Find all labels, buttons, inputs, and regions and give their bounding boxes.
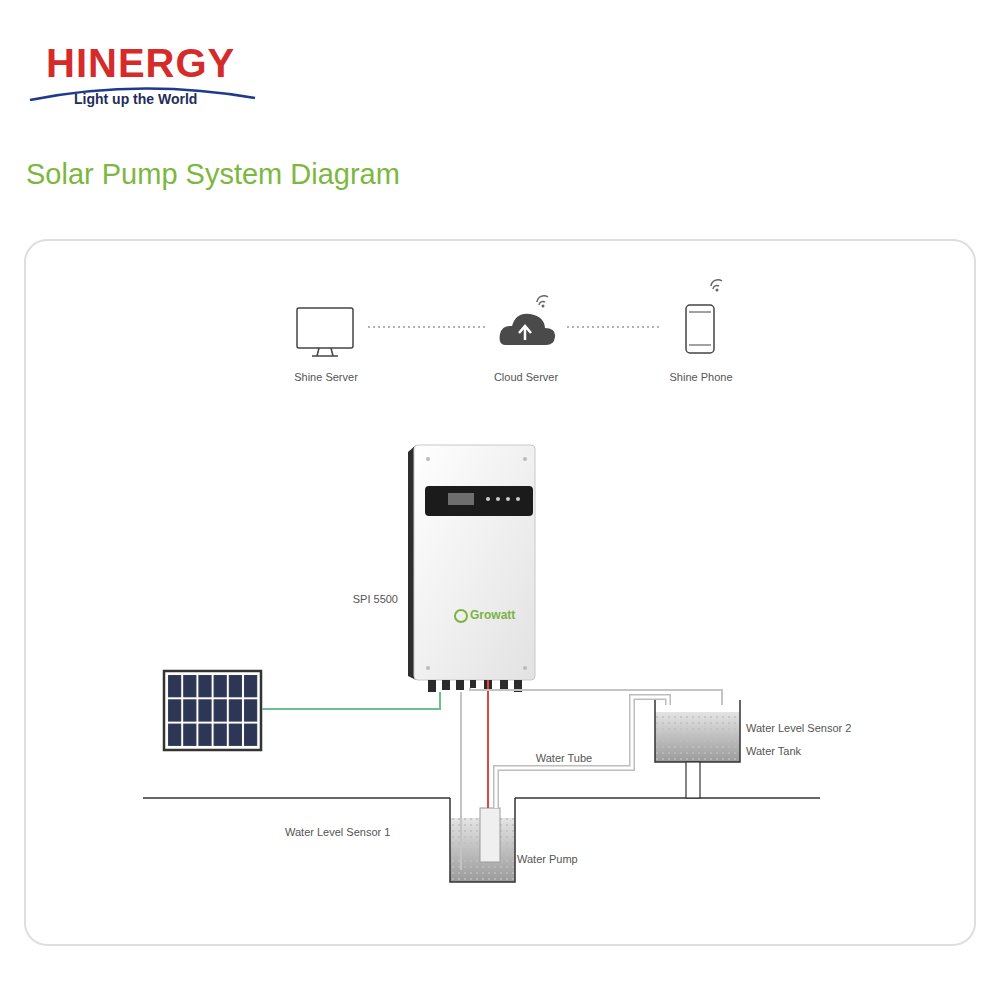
connector-line — [470, 688, 722, 705]
connector-line — [487, 680, 489, 808]
water-tank — [655, 700, 740, 798]
part-label: Water Level Sensor 1 — [285, 826, 390, 839]
edge-label: Water Tube — [534, 751, 594, 765]
pump-node: Water Pump — [480, 808, 500, 862]
dc-cable — [262, 692, 440, 709]
node-text: Water Pump — [517, 852, 578, 866]
server-node: Shine Server — [290, 300, 362, 384]
cloud-icon — [500, 296, 556, 345]
monitor-icon — [297, 308, 353, 356]
node-text: Shine Server — [294, 370, 358, 384]
inverter-drawing — [408, 445, 535, 692]
connector — [488, 680, 489, 808]
well — [450, 798, 515, 882]
node-text: Water Tank — [746, 744, 801, 758]
page-title: Solar Pump System Diagram — [26, 158, 400, 191]
node-text: Cloud Server — [494, 370, 558, 384]
node-text: Shine Phone — [670, 370, 733, 384]
node-text: Growatt — [470, 608, 515, 622]
connector-line — [496, 697, 668, 808]
brand-logo: HINERGY — [46, 40, 235, 86]
phone-icon — [686, 280, 722, 353]
connector-line — [567, 326, 660, 328]
node-text: SPI 5500 — [353, 592, 398, 606]
solar-panel — [164, 671, 261, 750]
inverter-node: SPI 5500Growatt — [408, 445, 535, 680]
tank-node: Water Level Sensor 2Water Tank — [655, 705, 740, 762]
node-text: Water Level Sensor 2 — [746, 721, 851, 735]
connector — [567, 327, 660, 328]
connector-line — [368, 326, 485, 328]
connector — [368, 327, 485, 328]
ground-line — [143, 797, 450, 799]
brand-slogan: Light up the World — [74, 91, 197, 107]
sensor-cable — [460, 692, 462, 870]
tube-inner — [496, 697, 668, 808]
phone-node: Shine Phone — [665, 292, 737, 384]
connector — [496, 697, 668, 808]
cloud-node: Cloud Server — [490, 292, 562, 384]
ground-line — [515, 797, 820, 799]
panel-frame — [25, 240, 975, 945]
pump-body — [480, 808, 500, 862]
connector — [470, 688, 722, 705]
